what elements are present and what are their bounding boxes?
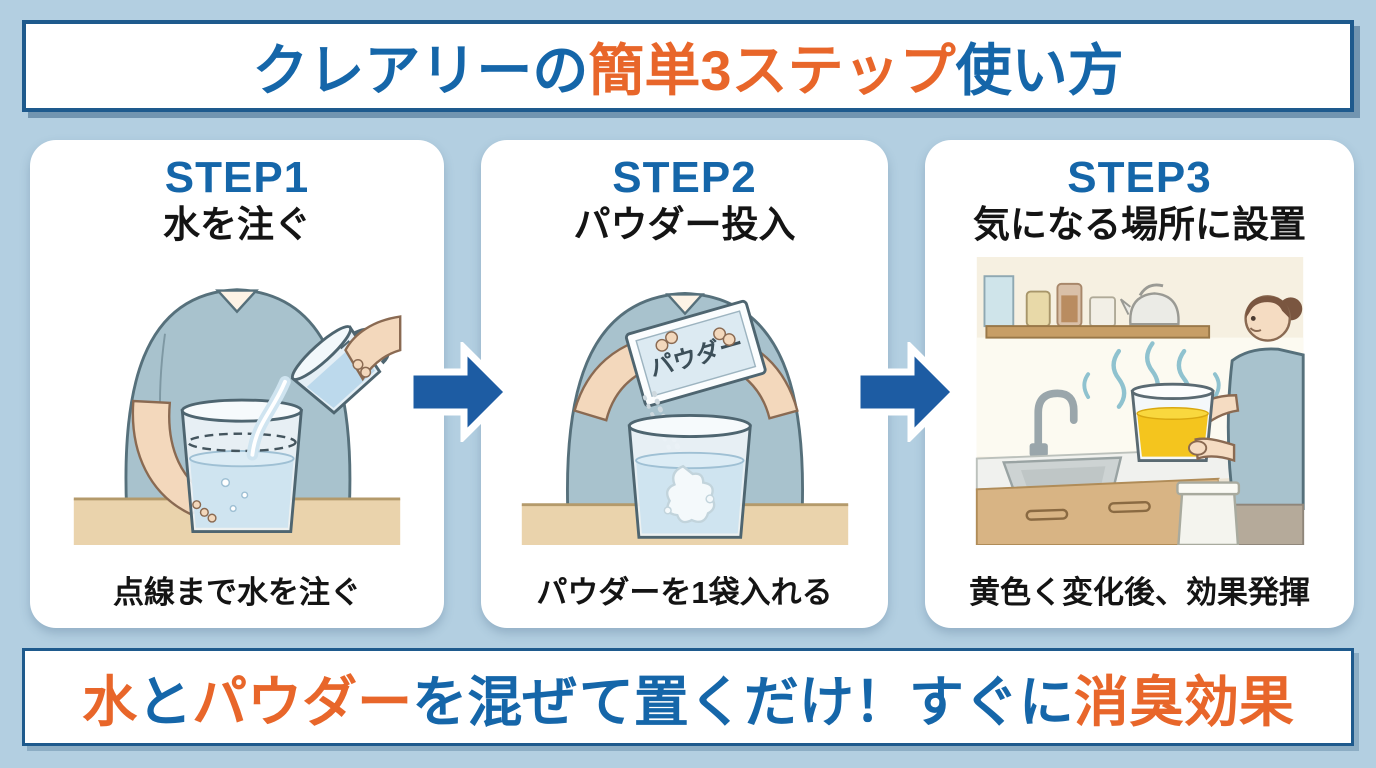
arrow-right-icon xyxy=(406,342,513,442)
footer-banner: 水とパウダーを混ぜて置くだけ！すぐに消臭効果 xyxy=(22,648,1354,746)
footer-part-5: 消臭効果 xyxy=(1073,671,1294,733)
step2-label: STEP2 xyxy=(612,153,757,202)
step3-label: STEP3 xyxy=(1067,153,1212,202)
arrow-right-icon xyxy=(853,342,960,442)
kitchen-placement-illustration xyxy=(975,256,1305,545)
footer-part-1: 水 xyxy=(82,671,138,733)
step3-caption: 黄色く変化後、効果発揮 xyxy=(969,575,1310,610)
step1-card: STEP1 水を注ぐ xyxy=(30,140,444,628)
footer-part-3: パウダー xyxy=(192,671,413,733)
step2-caption: パウダーを1袋入れる xyxy=(536,575,833,610)
step3-card: STEP3 気になる場所に設置 xyxy=(925,140,1354,628)
step2-card: STEP2 パウダー投入 パウダー パウ xyxy=(481,140,888,628)
footer-part-2: と xyxy=(137,671,193,733)
title-banner: クレアリーの簡単3ステップ使い方 xyxy=(22,20,1354,112)
title-part-blue-2: 使い方 xyxy=(955,38,1124,102)
pour-water-illustration xyxy=(73,256,402,545)
step3-title: 気になる場所に設置 xyxy=(973,204,1306,246)
step1-label: STEP1 xyxy=(164,153,310,202)
step2-title: パウダー投入 xyxy=(573,204,796,246)
step1-title: 水を注ぐ xyxy=(163,204,311,246)
title-part-blue-1: クレアリーの xyxy=(252,38,589,102)
title-part-orange: 簡単3ステップ xyxy=(588,38,956,102)
step1-caption: 点線まで水を注ぐ xyxy=(113,575,361,610)
add-powder-illustration: パウダー xyxy=(521,256,848,545)
footer-part-4: を混ぜて置くだけ！すぐに xyxy=(412,671,1074,733)
